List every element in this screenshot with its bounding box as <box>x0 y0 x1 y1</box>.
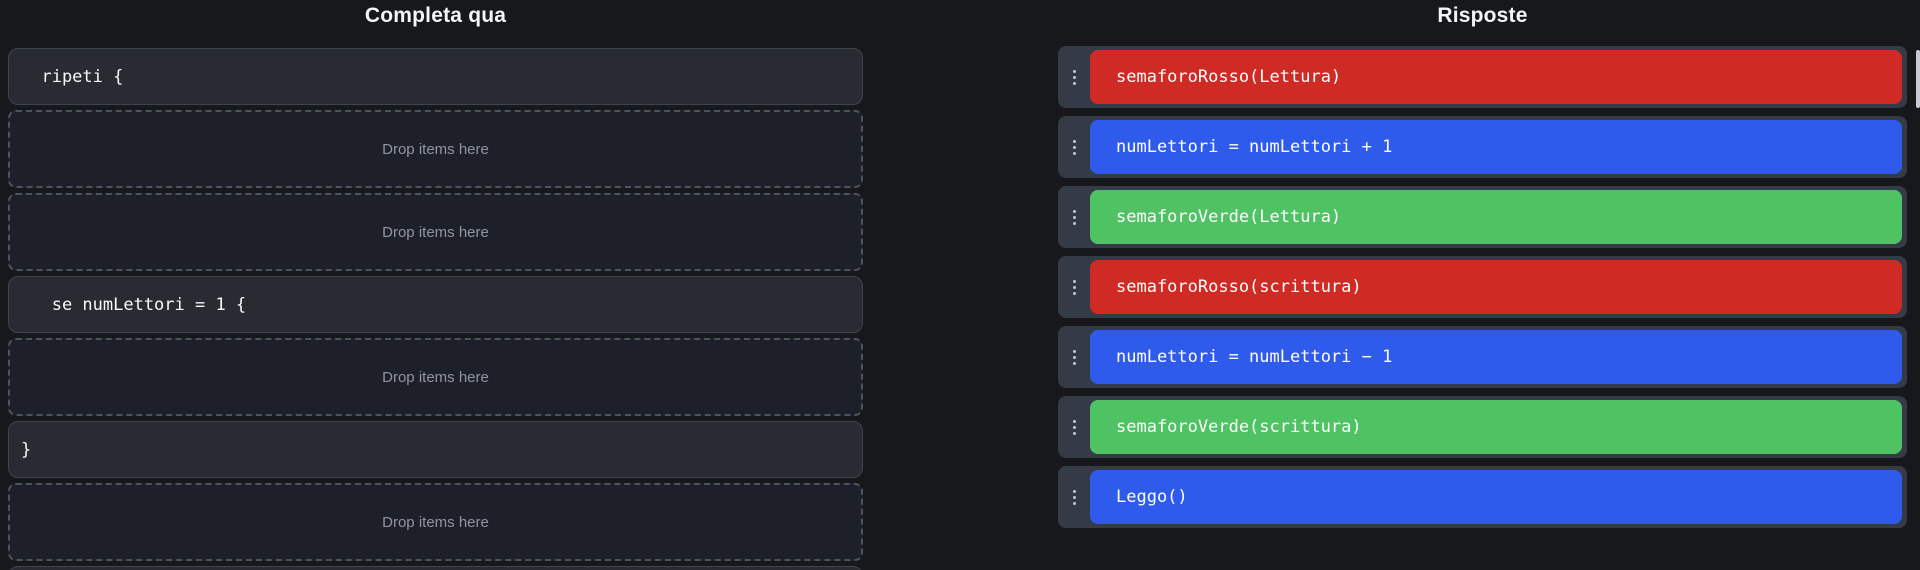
answer-block-label[interactable]: semaforoVerde(scrittura) <box>1090 400 1902 454</box>
drag-handle-icon <box>1072 349 1076 365</box>
drag-handle-icon <box>1072 419 1076 435</box>
drag-handle-icon <box>1072 489 1076 505</box>
answer-block-label[interactable]: numLettori = numLettori + 1 <box>1090 120 1902 174</box>
answer-block-label[interactable]: semaforoVerde(Lettura) <box>1090 190 1902 244</box>
answers-panel: Risposte semaforoRosso(Lettura) numLetto… <box>1058 0 1907 528</box>
answer-row-3[interactable]: semaforoVerde(Lettura) <box>1058 186 1907 248</box>
answer-row-4[interactable]: semaforoRosso(scrittura) <box>1058 256 1907 318</box>
drag-handle[interactable] <box>1058 260 1090 314</box>
drag-handle-icon <box>1072 69 1076 85</box>
code-line-partial <box>8 566 863 570</box>
target-panel-title: Completa qua <box>364 4 507 27</box>
drag-handle-icon <box>1072 209 1076 225</box>
target-rows: ripeti { Drop items here Drop items here… <box>8 48 863 570</box>
drop-zone-2[interactable]: Drop items here <box>8 193 863 271</box>
answer-block-label[interactable]: numLettori = numLettori − 1 <box>1090 330 1902 384</box>
answer-block-label[interactable]: semaforoRosso(Lettura) <box>1090 50 1902 104</box>
answer-row-2[interactable]: numLettori = numLettori + 1 <box>1058 116 1907 178</box>
drop-zone-4[interactable]: Drop items here <box>8 483 863 561</box>
answer-block-label[interactable]: semaforoRosso(scrittura) <box>1090 260 1902 314</box>
answer-row-5[interactable]: numLettori = numLettori − 1 <box>1058 326 1907 388</box>
answer-rows: semaforoRosso(Lettura) numLettori = numL… <box>1058 46 1907 528</box>
scrollbar-thumb[interactable] <box>1916 50 1920 108</box>
drag-handle[interactable] <box>1058 330 1090 384</box>
target-panel: Completa qua ripeti { Drop items here Dr… <box>8 0 863 570</box>
drag-handle[interactable] <box>1058 120 1090 174</box>
drag-handle-icon <box>1072 139 1076 155</box>
drop-zone-label: Drop items here <box>382 368 489 386</box>
code-line-closing-brace: } <box>8 421 863 478</box>
drag-handle[interactable] <box>1058 470 1090 524</box>
drop-zone-label: Drop items here <box>382 513 489 531</box>
drag-handle[interactable] <box>1058 50 1090 104</box>
drop-zone-label: Drop items here <box>382 223 489 241</box>
answer-row-6[interactable]: semaforoVerde(scrittura) <box>1058 396 1907 458</box>
drag-handle[interactable] <box>1058 190 1090 244</box>
code-line-ripeti: ripeti { <box>8 48 863 105</box>
code-line-se-numlettori: se numLettori = 1 { <box>8 276 863 333</box>
drop-zone-3[interactable]: Drop items here <box>8 338 863 416</box>
drag-handle[interactable] <box>1058 400 1090 454</box>
answer-row-1[interactable]: semaforoRosso(Lettura) <box>1058 46 1907 108</box>
drop-zone-1[interactable]: Drop items here <box>8 110 863 188</box>
answers-panel-title: Risposte <box>1437 4 1528 27</box>
answer-row-7[interactable]: Leggo() <box>1058 466 1907 528</box>
answer-block-label[interactable]: Leggo() <box>1090 470 1902 524</box>
drop-zone-label: Drop items here <box>382 140 489 158</box>
drag-handle-icon <box>1072 279 1076 295</box>
